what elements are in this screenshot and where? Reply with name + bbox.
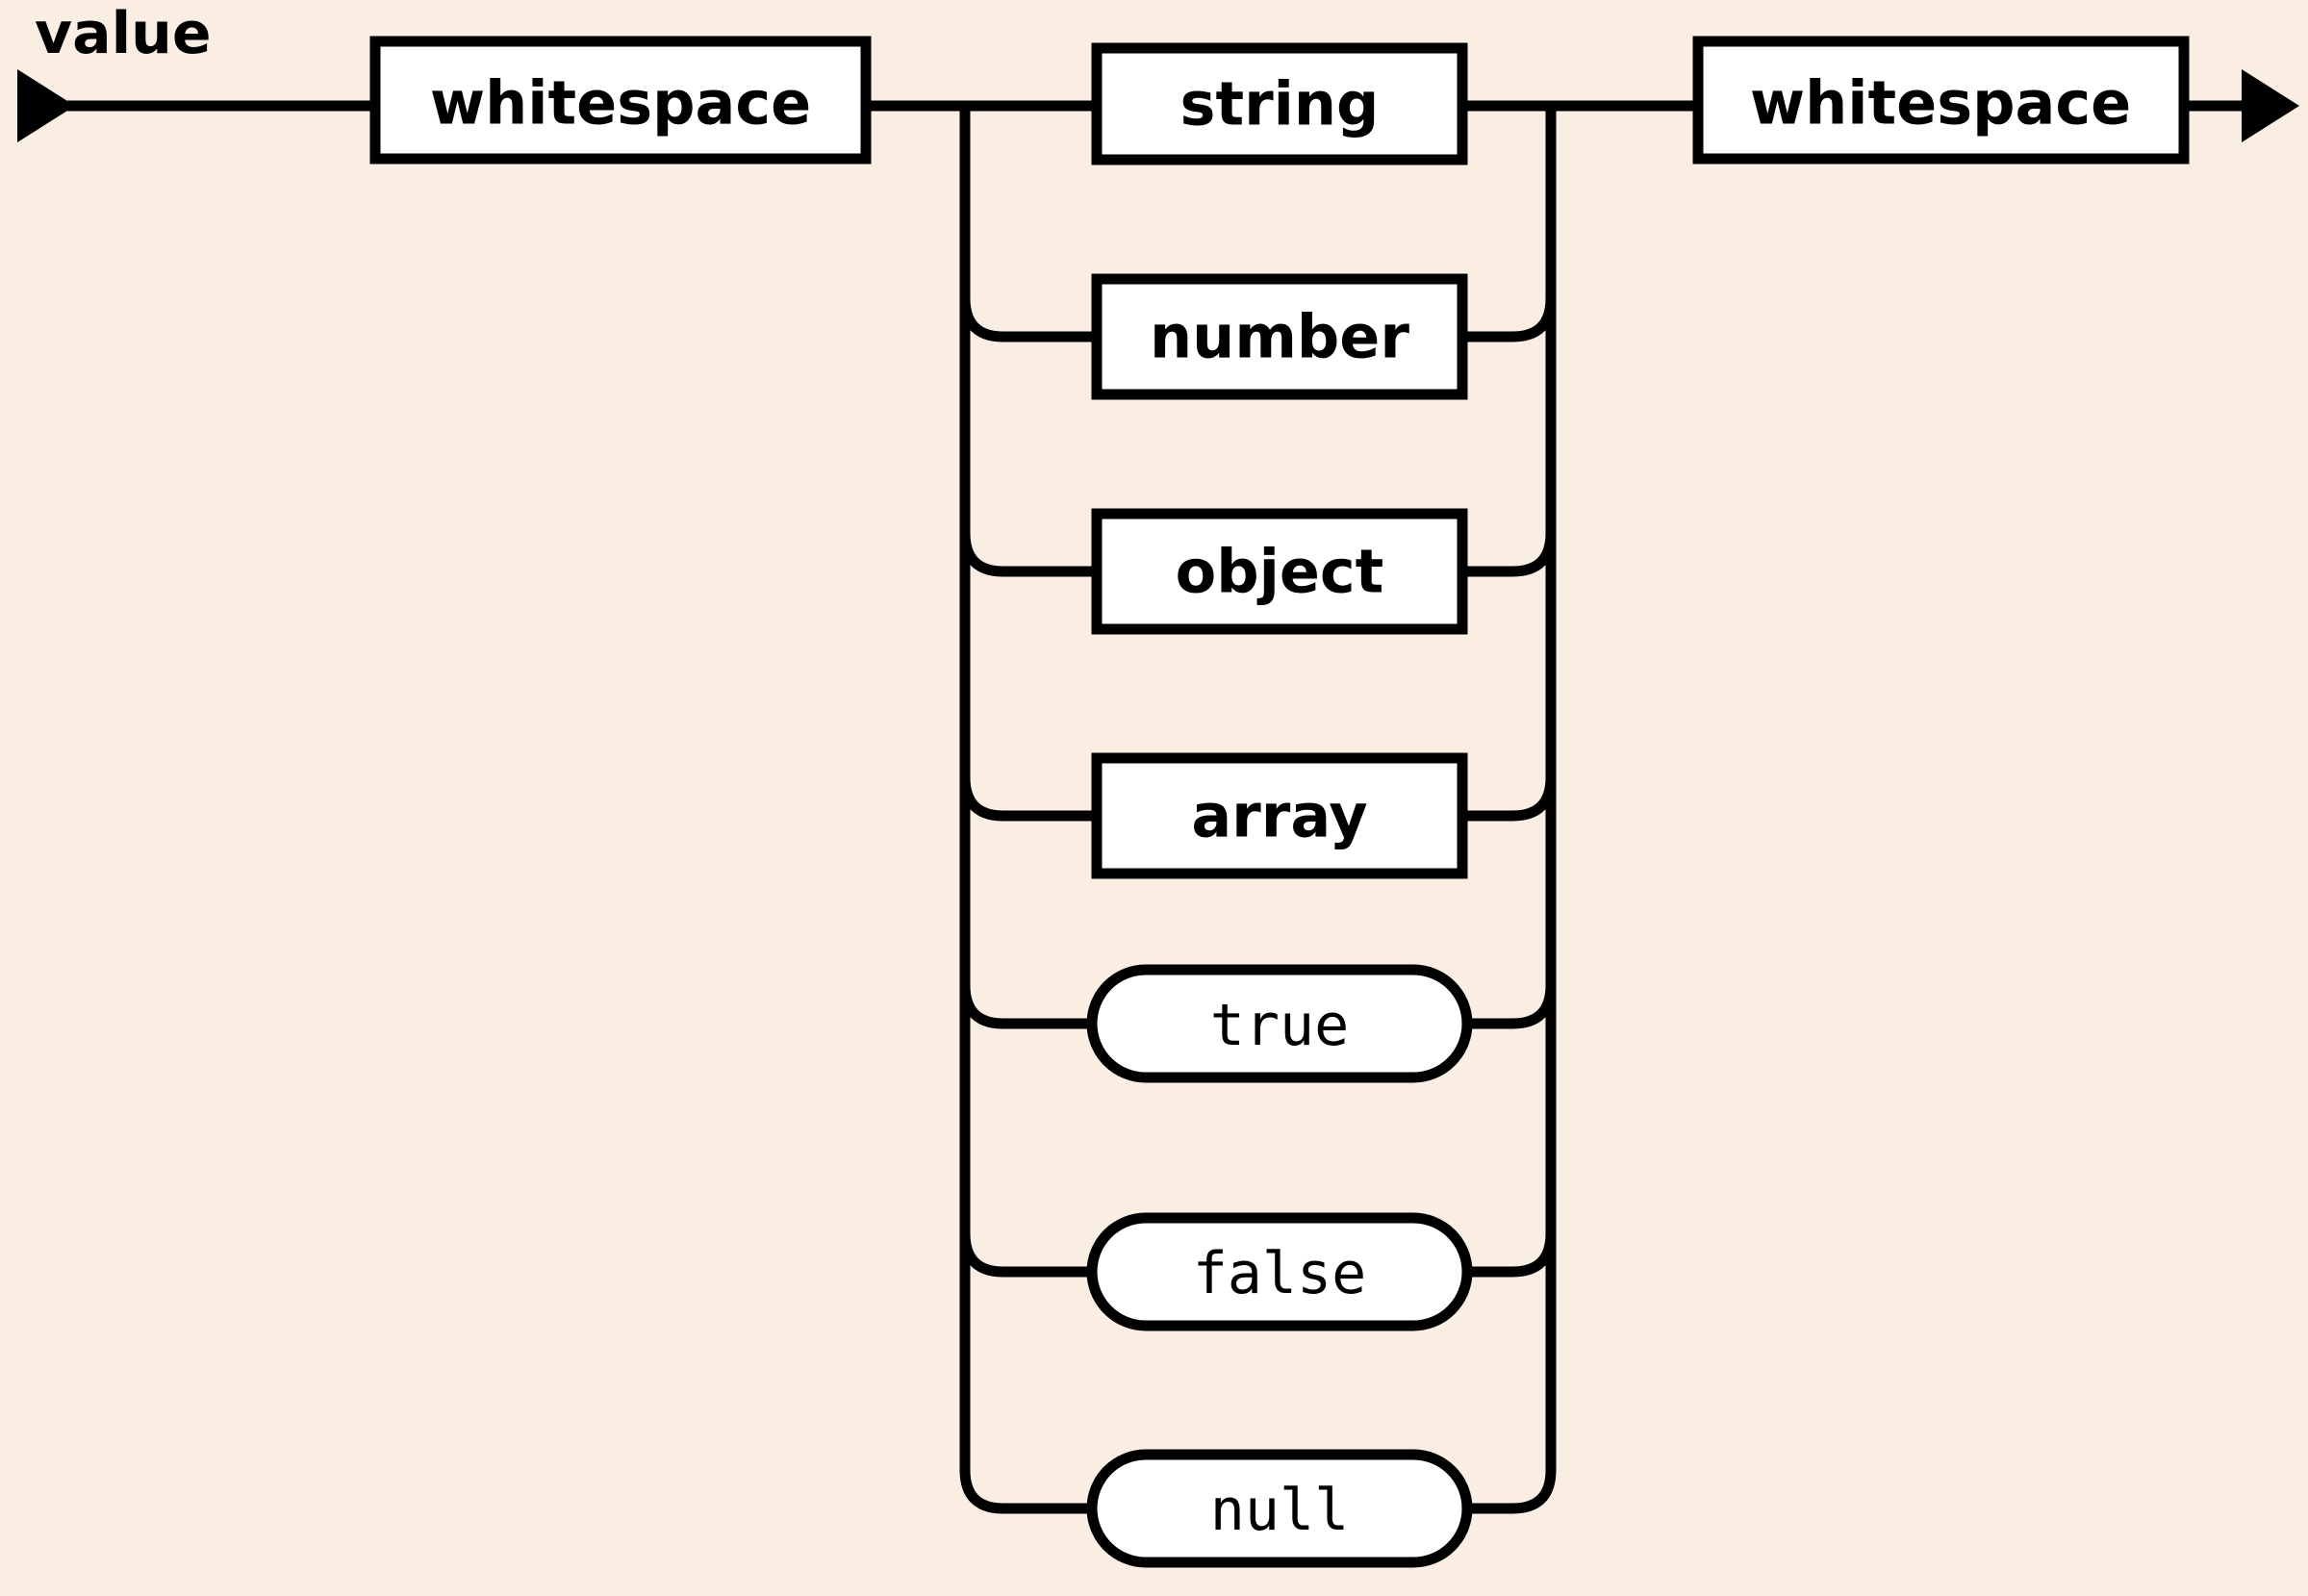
node-string[interactable]: string bbox=[1091, 42, 1468, 165]
node-number[interactable]: number bbox=[1091, 273, 1468, 400]
node-null-label: null bbox=[1210, 1477, 1350, 1544]
branch-out-rail-false bbox=[1467, 1232, 1557, 1278]
node-whitespace-suffix-label: whitespace bbox=[1750, 68, 2131, 139]
node-true-label: true bbox=[1210, 992, 1350, 1059]
right-trunk-rail bbox=[1467, 106, 1557, 1514]
node-array[interactable]: array bbox=[1091, 752, 1468, 879]
node-false-label: false bbox=[1193, 1240, 1367, 1307]
branch-out-rail-number bbox=[1462, 297, 1557, 342]
branch-in-rail-true bbox=[959, 984, 1092, 1029]
node-number-label: number bbox=[1150, 302, 1409, 372]
branch-in-rail-number bbox=[959, 297, 1097, 342]
node-array-label: array bbox=[1191, 781, 1367, 851]
end-arrow-icon bbox=[2242, 69, 2299, 142]
branch-in-rail-array bbox=[959, 776, 1097, 822]
node-whitespace-suffix[interactable]: whitespace bbox=[1692, 36, 2190, 165]
node-whitespace-prefix-label: whitespace bbox=[430, 68, 811, 139]
branch-in-rail-false bbox=[959, 1232, 1092, 1278]
node-true[interactable]: true bbox=[1086, 964, 1473, 1083]
start-arrow-icon bbox=[17, 69, 75, 142]
node-object[interactable]: object bbox=[1091, 508, 1468, 635]
branch-in-rail-object bbox=[959, 532, 1097, 577]
branch-out-rail-object bbox=[1462, 532, 1557, 577]
node-string-label: string bbox=[1180, 69, 1380, 139]
node-whitespace-prefix[interactable]: whitespace bbox=[369, 36, 872, 165]
branch-out-rail-true bbox=[1467, 984, 1557, 1029]
page-title: value bbox=[35, 0, 212, 67]
branch-out-rail-array bbox=[1462, 776, 1557, 822]
node-null[interactable]: null bbox=[1086, 1449, 1473, 1568]
node-object-label: object bbox=[1176, 537, 1384, 607]
left-trunk-rail bbox=[959, 106, 1092, 1514]
node-false[interactable]: false bbox=[1086, 1212, 1473, 1331]
